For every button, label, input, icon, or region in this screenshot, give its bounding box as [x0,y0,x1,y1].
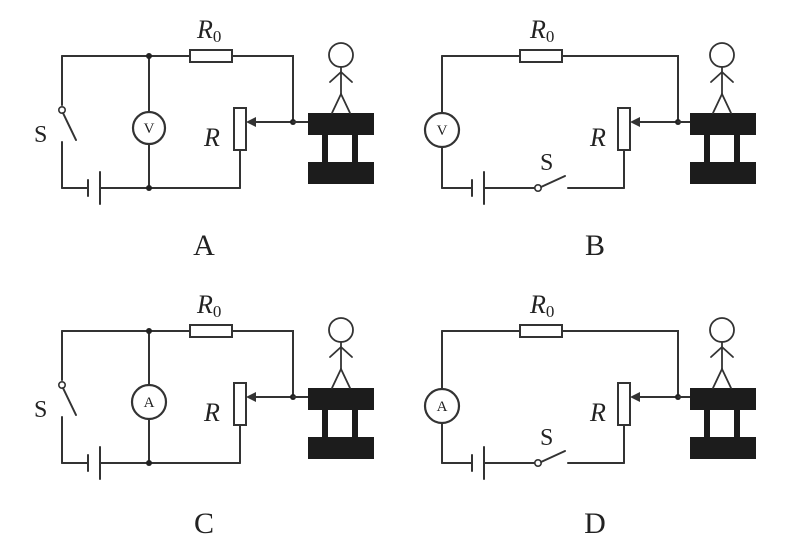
fixed-resistor-r0 [519,324,563,338]
person-icon [709,42,735,114]
rheostat-r [233,107,247,151]
junction-bottom [146,460,152,466]
fixed-resistor-r0 [189,324,233,338]
switch-blade [540,175,566,188]
panel-caption: B [585,229,605,262]
switch-label: S [34,122,47,148]
switch-pivot [533,459,542,468]
panel-caption: A [193,229,215,262]
switch-pivot [57,381,66,390]
top-wire-right [231,330,294,398]
switch-pivot [533,184,542,193]
scale-top-plate [690,388,756,410]
r-label: R [589,123,606,152]
switch-blade [540,450,566,463]
scale-top-plate [308,113,374,135]
spring-left [704,410,710,437]
junction-bottom [146,185,152,191]
scale-bottom-plate [308,162,374,184]
switch-label: S [540,150,553,176]
switch-pivot [57,106,66,115]
panel-caption: D [584,507,606,540]
slider-arrowhead [246,117,256,127]
panel-b: V R0 R S B [423,15,756,262]
switch-label: S [540,425,553,451]
slider-arrowhead [630,117,640,127]
spring-left [322,410,328,437]
spring-right [734,410,740,437]
spring-left [322,135,328,162]
rheostat-r [233,382,247,426]
fixed-resistor-r0 [189,49,233,63]
spring-left [704,135,710,162]
r-label: R [203,123,220,152]
junction-top [146,53,152,59]
switch-label: S [34,397,47,423]
slider-arrowhead [630,392,640,402]
top-wire-right [231,55,294,123]
person-icon [328,42,354,114]
scale-top-plate [308,388,374,410]
panel-c: A R0 R S C [34,290,374,540]
person-icon [328,317,354,389]
meter-symbol: V [437,123,448,139]
panel-caption: C [194,507,214,540]
r0-label: R0 [529,15,554,46]
meter-symbol: V [144,121,155,137]
scale-bottom-plate [690,162,756,184]
scale-bottom-plate [690,437,756,459]
spring-right [352,135,358,162]
r0-label: R0 [529,290,554,321]
meter-symbol: A [437,399,448,415]
top-wire-right [561,55,679,123]
panel-d: A R0 R S D [423,290,756,540]
junction-top [146,328,152,334]
top-wire-right [561,330,679,398]
scale-top-plate [690,113,756,135]
panel-a: V R0 R S A [34,15,374,262]
spring-right [734,135,740,162]
person-icon [709,317,735,389]
rheostat-r [617,107,631,151]
r0-label: R0 [196,290,221,321]
switch-blade [62,112,77,141]
rheostat-r [617,382,631,426]
scale-bottom-plate [308,437,374,459]
r-label: R [203,398,220,427]
fixed-resistor-r0 [519,49,563,63]
switch-blade [62,387,77,416]
r0-label: R0 [196,15,221,46]
r-label: R [589,398,606,427]
meter-symbol: A [144,395,155,411]
slider-arrowhead [246,392,256,402]
spring-right [352,410,358,437]
